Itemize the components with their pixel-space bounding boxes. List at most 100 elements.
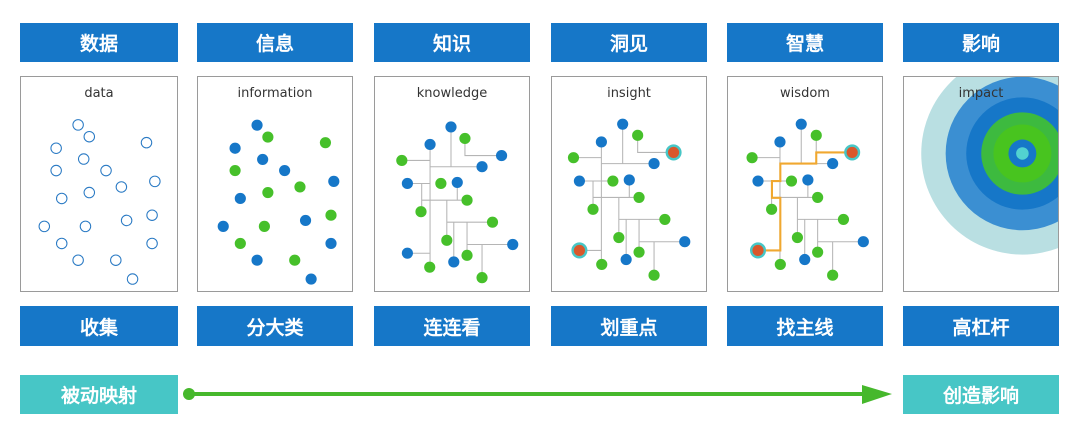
green-node (476, 272, 488, 284)
data-point (72, 254, 84, 266)
green-node (289, 254, 301, 266)
panel-title: data (84, 86, 114, 101)
panel-title: information (237, 86, 313, 101)
blue-node (305, 273, 317, 285)
arrow-start-dot (183, 388, 195, 400)
impact-group (921, 77, 1058, 255)
data-point (50, 142, 62, 154)
group-right (567, 118, 869, 281)
key-node (668, 146, 680, 159)
data-point (110, 254, 122, 266)
stage-action-insight: 划重点 (551, 306, 707, 346)
start-label: 被动映射 (20, 375, 178, 414)
green-node (587, 203, 599, 215)
green-node (319, 137, 332, 149)
data-point (72, 119, 84, 131)
panel-title: wisdom (780, 86, 830, 101)
blue-node (448, 256, 460, 268)
blue-node (445, 121, 457, 133)
stage-action-data: 收集 (20, 306, 178, 346)
blue-node (229, 142, 241, 154)
panel-title: impact (958, 86, 1004, 101)
data-point (38, 220, 51, 233)
green-node (229, 164, 241, 177)
data-point (149, 175, 161, 188)
green-node (774, 258, 786, 270)
green-node (567, 152, 580, 164)
blue-node (299, 214, 312, 227)
blue-node (595, 136, 607, 148)
data-point (55, 192, 68, 205)
green-node (325, 209, 337, 221)
stage-title-impact: 影响 (903, 23, 1059, 62)
green-node (415, 206, 427, 218)
green-node (294, 181, 306, 193)
blue-node (799, 253, 811, 266)
stage-action-information: 分大类 (197, 306, 353, 346)
green-node (234, 237, 246, 250)
blue-node (617, 118, 629, 130)
data-point (83, 130, 96, 143)
data-point (55, 237, 68, 250)
data-point (115, 181, 128, 193)
green-node (396, 154, 408, 167)
impact-rings (921, 77, 1058, 255)
blue-node (328, 175, 340, 187)
green-node (633, 191, 645, 204)
blue-node (802, 174, 814, 186)
green-node (632, 129, 644, 141)
blue-node (648, 158, 660, 170)
green-node (486, 216, 499, 228)
blue-node (325, 237, 337, 250)
blue-node (234, 192, 246, 205)
green-node (424, 261, 436, 273)
stage-title-information: 信息 (197, 23, 353, 62)
green-node (461, 249, 473, 261)
blue-node (620, 253, 632, 266)
connector-line (637, 135, 674, 153)
data-point (120, 214, 133, 227)
blue-node (774, 136, 786, 148)
blue-node (679, 236, 691, 248)
end-label: 创造影响 (903, 375, 1059, 414)
panel-data: data (20, 76, 178, 292)
blue-node (401, 177, 413, 190)
green-node (837, 213, 850, 225)
blue-node (795, 118, 807, 130)
main-path-line (757, 151, 853, 252)
stage-title-data: 数据 (20, 23, 178, 62)
data-point (100, 164, 112, 177)
green-node (258, 220, 270, 232)
green-node (435, 177, 447, 190)
connector-line (464, 138, 502, 157)
blue-node (251, 254, 263, 266)
blue-node (476, 161, 488, 173)
green-node (791, 231, 803, 244)
green-node (613, 231, 625, 244)
panel-information: information (197, 76, 353, 292)
key-node (573, 244, 585, 257)
green-node (766, 203, 778, 215)
blue-node (573, 175, 585, 187)
blue-node (623, 174, 635, 186)
blue-node (451, 176, 463, 189)
blue-node (217, 220, 229, 232)
data-point (126, 273, 139, 285)
green-node (746, 152, 758, 164)
green-node (607, 175, 619, 187)
blue-node (401, 247, 413, 259)
green-node (633, 246, 645, 258)
stage-action-impact: 高杠杆 (903, 306, 1059, 346)
data-point (146, 237, 158, 250)
green-node (459, 132, 471, 145)
stage-title-knowledge: 知识 (374, 23, 530, 62)
data-point (50, 164, 62, 177)
data-point (146, 209, 158, 221)
blue-node (279, 164, 291, 177)
panel-title: insight (607, 86, 651, 101)
green-node (648, 269, 660, 281)
panel-title: knowledge (416, 86, 488, 101)
data-point (79, 220, 92, 233)
green-node (785, 175, 798, 187)
